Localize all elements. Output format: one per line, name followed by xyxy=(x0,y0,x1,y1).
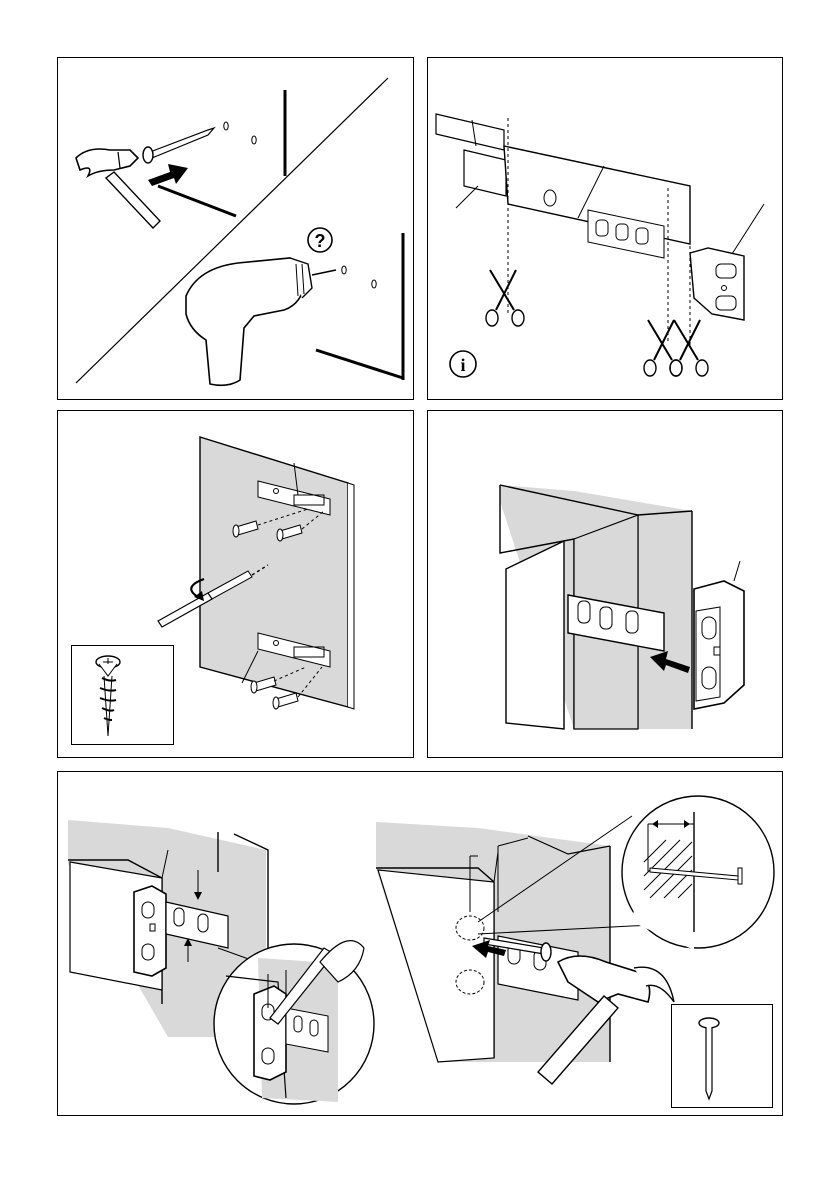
hole-mark xyxy=(342,266,346,274)
bracket-part xyxy=(694,561,744,709)
panel-step-4-slide-bracket xyxy=(427,410,783,758)
door-panel xyxy=(200,437,348,707)
panel-step-1-hammer-or-drill: ? xyxy=(57,57,414,400)
hole-mark xyxy=(252,136,256,144)
wall-edge-bottom xyxy=(158,186,236,216)
scissors-icon xyxy=(670,320,708,376)
bracket-part xyxy=(134,886,166,976)
hole-mark xyxy=(224,122,228,130)
nail-icon xyxy=(672,1005,774,1109)
screw-detail-inset xyxy=(71,645,174,745)
step-2-illustration: i xyxy=(428,58,783,400)
scissors-icon xyxy=(486,270,524,326)
wall-edge-bottom xyxy=(316,350,403,378)
hole-mark xyxy=(372,280,376,288)
door-edge xyxy=(348,483,354,709)
nail-detail-inset xyxy=(671,1004,773,1108)
bracket-part xyxy=(690,248,744,320)
nail-icon xyxy=(143,128,214,163)
scissors-icon xyxy=(644,320,682,376)
leader-line xyxy=(456,186,478,208)
step-4-illustration xyxy=(428,411,783,758)
question-mark-icon: ? xyxy=(308,228,332,252)
leader-line xyxy=(732,204,764,254)
panel-step-2-cut-rail: i xyxy=(427,57,783,400)
panel-step-5-fix-bracket xyxy=(57,771,783,1116)
info-icon: i xyxy=(450,351,476,377)
arrow-icon xyxy=(148,164,188,186)
door-panel xyxy=(378,870,494,1062)
question-mark-glyph: ? xyxy=(315,231,326,251)
panel-step-3-screw-rails xyxy=(57,410,414,758)
screw-icon xyxy=(273,693,298,709)
screw-icon xyxy=(72,646,175,746)
leader-line xyxy=(734,561,740,581)
drill-icon xyxy=(186,258,336,385)
step-1-illustration: ? xyxy=(58,58,414,400)
info-glyph: i xyxy=(460,355,465,375)
door-panel xyxy=(506,541,564,729)
